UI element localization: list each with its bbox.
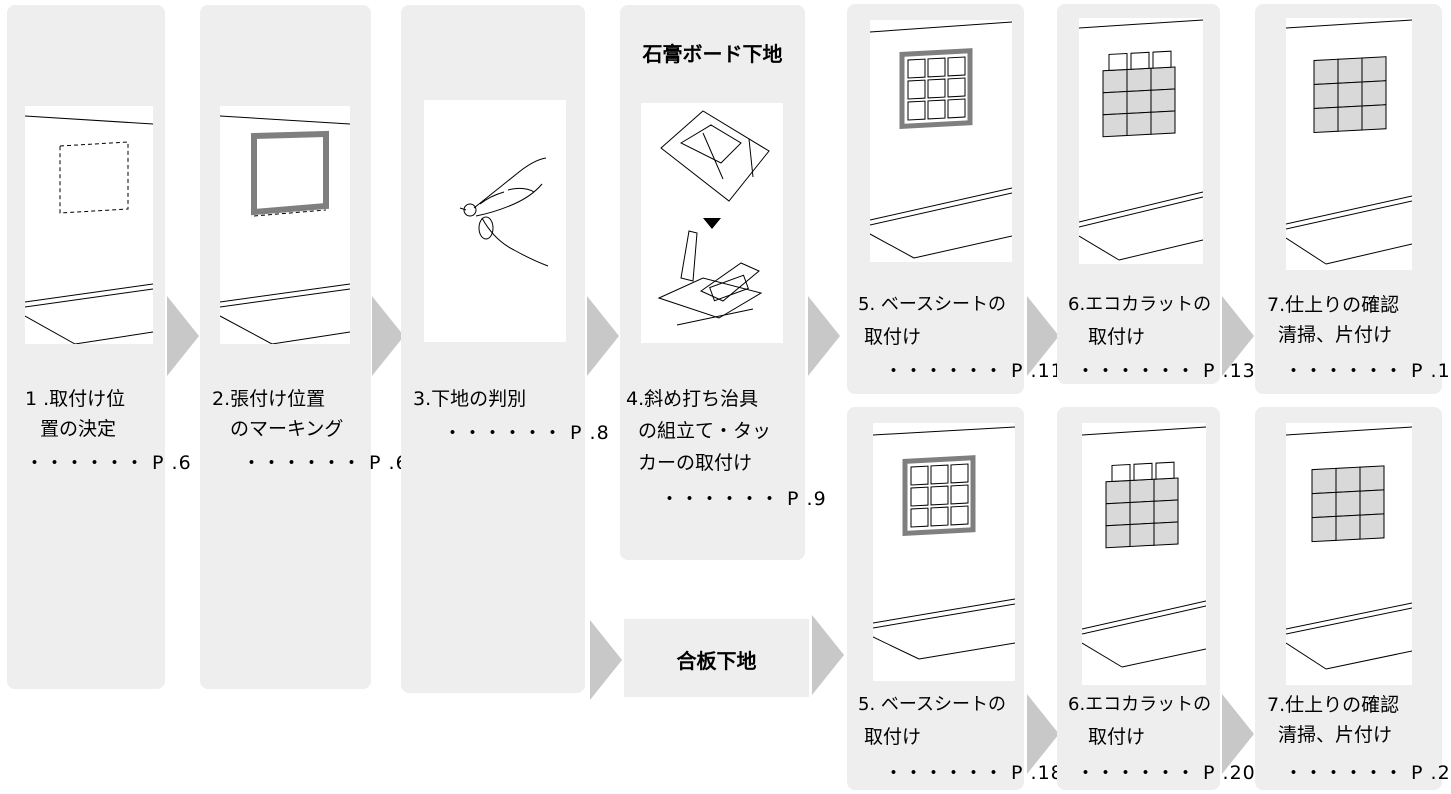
- arrow-right-icon: [1222, 296, 1254, 376]
- step-4-title-line3: カーの取付け: [638, 452, 753, 474]
- top-step-6-illustration: [1079, 18, 1203, 264]
- step-4-title-line2: の組立て・タッ: [638, 420, 772, 442]
- top-step-5-title-line2: 取付け: [864, 326, 922, 348]
- bottom-step-5-title-line2: 取付け: [864, 726, 922, 748]
- arrow-right-icon: [1027, 296, 1059, 376]
- bottom-step-7-title-line2: 清掃、片付け: [1278, 724, 1393, 746]
- top-step-7-title-line1: 7.仕上りの確認: [1267, 294, 1400, 316]
- top-step-6-title-line2: 取付け: [1088, 326, 1146, 348]
- step-4-illustration: [641, 103, 783, 343]
- arrow-right-icon: [590, 620, 622, 700]
- top-step-5-illustration: [870, 20, 1012, 262]
- top-step-5-page[interactable]: ・・・・・・ P .11: [884, 360, 1064, 382]
- step-2-title-line2: のマーキング: [230, 418, 344, 440]
- step-2-illustration: [220, 106, 350, 344]
- step-4-page[interactable]: ・・・・・・ P .9: [660, 488, 827, 510]
- bottom-step-5-title-line1: 5. ベースシートの: [858, 694, 1006, 715]
- bottom-step-6-illustration: [1082, 423, 1206, 685]
- step-2-page[interactable]: ・・・・・・ P .6: [242, 452, 409, 474]
- step-2-title-line1: 2.張付け位置: [212, 388, 326, 410]
- arrow-right-icon: [372, 296, 404, 376]
- bottom-step-6-title-line1: 6.エコカラットの: [1068, 694, 1212, 715]
- step-3-illustration: [424, 100, 566, 342]
- top-step-7-title-line2: 清掃、片付け: [1278, 324, 1393, 346]
- arrow-right-icon: [1222, 694, 1254, 774]
- step-1-title-line2: 置の決定: [40, 418, 117, 440]
- arrow-right-icon: [808, 296, 840, 376]
- top-step-7-illustration: [1286, 18, 1412, 270]
- bottom-step-5-illustration: [873, 423, 1015, 681]
- step-1-illustration: [25, 106, 153, 344]
- step-3-title-line1: 3.下地の判別: [413, 388, 527, 410]
- step-1-title-line1: 1 .取付け位: [25, 388, 126, 410]
- bottom-step-7-title-line1: 7.仕上りの確認: [1267, 694, 1400, 716]
- top-step-7-page[interactable]: ・・・・・・ P .15: [1284, 360, 1451, 382]
- arrow-right-icon: [812, 615, 844, 695]
- bottom-step-7-illustration: [1286, 423, 1412, 685]
- top-step-6-page[interactable]: ・・・・・・ P .13: [1076, 360, 1256, 382]
- step-4-title-line1: 4.斜め打ち治具: [626, 388, 759, 410]
- arrow-right-icon: [1027, 694, 1059, 774]
- gypsum-board-label: 石膏ボード下地: [642, 42, 783, 66]
- bottom-step-6-title-line2: 取付け: [1088, 726, 1146, 748]
- plywood-label: 合板下地: [676, 649, 757, 673]
- top-step-5-title-line1: 5. ベースシートの: [858, 294, 1006, 315]
- plywood-label-box: [624, 619, 809, 697]
- bottom-step-7-page[interactable]: ・・・・・・ P .22: [1284, 762, 1451, 784]
- bottom-step-6-page[interactable]: ・・・・・・ P .20: [1076, 762, 1256, 784]
- step-1-page[interactable]: ・・・・・・ P .6: [25, 452, 192, 474]
- arrow-right-icon: [587, 296, 619, 376]
- step-3-page[interactable]: ・・・・・・ P .8: [443, 422, 610, 444]
- top-step-6-title-line1: 6.エコカラットの: [1068, 294, 1212, 315]
- bottom-step-5-page[interactable]: ・・・・・・ P .18: [884, 762, 1064, 784]
- arrow-right-icon: [167, 296, 199, 376]
